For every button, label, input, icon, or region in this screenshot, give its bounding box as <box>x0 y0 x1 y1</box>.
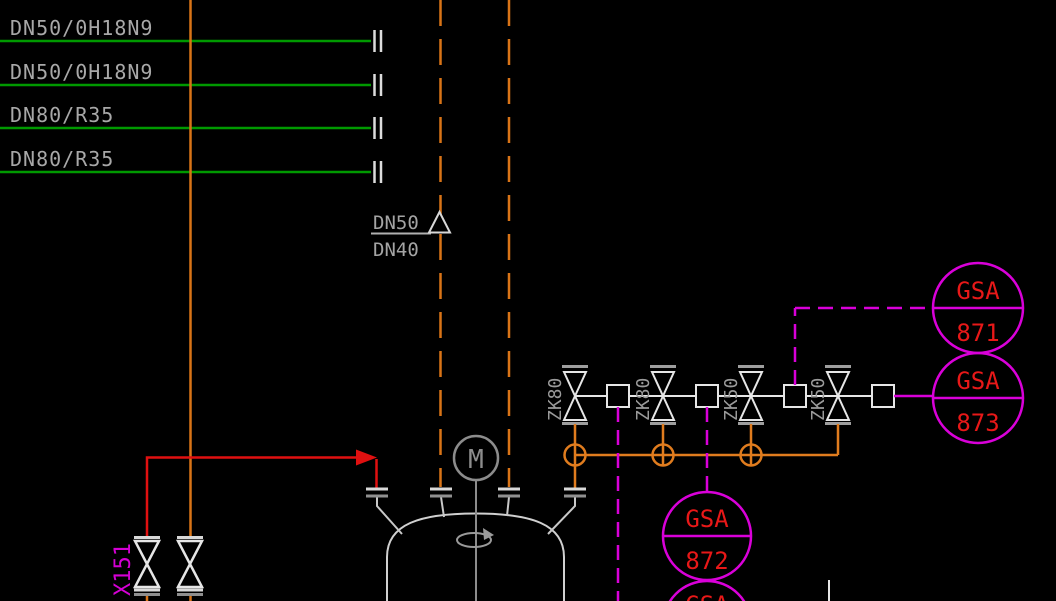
balloon-tag: GSA <box>956 277 1000 305</box>
nozzle-flanges <box>366 487 586 498</box>
motor-label: M <box>468 445 484 475</box>
utility-lines <box>189 0 511 536</box>
pipe-spec-label: DN50/0H18N9 <box>10 16 153 40</box>
control-valve-zk80-2[interactable]: ZK80 <box>633 365 676 425</box>
instrument-balloon-gsa-872[interactable]: GSA 872 <box>661 490 753 582</box>
control-valve-zk50-2[interactable]: ZK50 <box>808 365 851 425</box>
pipe-spec-label: DN50/0H18N9 <box>10 60 153 84</box>
balloon-tag: GSA <box>956 367 1000 395</box>
pipe-line: DN80/R35 <box>0 147 383 183</box>
pipe-line: DN50/0H18N9 <box>0 60 383 96</box>
motor-circle-icon <box>452 434 500 482</box>
feed-pipes: DN50/0H18N9 DN50/0H18N9 DN80/R35 DN80/R3… <box>0 16 383 183</box>
flow-arrow-icon <box>356 449 377 466</box>
red-line <box>145 456 378 537</box>
valve-tag: ZK50 <box>721 378 742 421</box>
reducer-top-size: DN50 <box>373 212 419 234</box>
valve-body-icon <box>562 371 588 421</box>
rotation-icon <box>456 532 492 548</box>
valve-actuator-box[interactable] <box>606 384 630 408</box>
valve-tag: ZK80 <box>545 378 566 421</box>
valve-tag: ZK80 <box>633 378 654 421</box>
instrument-balloon-gsa-871[interactable]: GSA 871 <box>931 261 1025 355</box>
manual-valve[interactable] <box>175 536 205 601</box>
balloon-number: 872 <box>685 547 728 575</box>
manual-valve[interactable] <box>132 536 162 601</box>
pipe-line: DN50/0H18N9 <box>0 16 383 52</box>
junction-circle-icon <box>651 443 675 467</box>
valve-body-icon <box>132 539 162 589</box>
control-valve-zk50-1[interactable]: ZK50 <box>721 365 764 425</box>
control-valve-zk80-1[interactable]: ZK80 <box>545 365 588 425</box>
junction-circle-icon <box>739 443 763 467</box>
vessel-nozzles <box>376 496 576 535</box>
reducer-bottom-size: DN40 <box>373 239 419 261</box>
valve-body-icon <box>738 371 764 421</box>
rotation-arrow-icon <box>483 528 494 540</box>
instrument-air-run <box>563 424 840 488</box>
valve-tag: ZK50 <box>808 378 829 421</box>
instrument-balloon-gsa-873[interactable]: GSA 873 <box>931 351 1025 445</box>
valve-body-icon <box>175 539 205 589</box>
manual-valve-group-x151[interactable]: X151 <box>111 536 205 601</box>
valve-actuator-box[interactable] <box>695 384 719 408</box>
balloon-tag: GSA <box>685 591 729 601</box>
instrument-balloon-partial[interactable]: GSA <box>663 579 751 601</box>
reducer[interactable]: DN50 DN40 <box>371 209 452 261</box>
valve-body-icon <box>650 371 676 421</box>
valve-actuator-box[interactable] <box>783 384 807 408</box>
reducer-triangle-icon <box>427 209 452 234</box>
balloon-tag: GSA <box>685 505 729 533</box>
valve-body-icon <box>825 371 851 421</box>
agitator-motor[interactable]: M <box>452 434 500 482</box>
balloon-number: 871 <box>956 319 999 347</box>
valve-actuator-box[interactable] <box>871 384 895 408</box>
junction-circle-icon <box>563 443 587 467</box>
valve-group-tag: X151 <box>111 543 136 596</box>
pipe-spec-label: DN80/R35 <box>10 103 114 127</box>
balloon-number: 873 <box>956 409 999 437</box>
vessel[interactable] <box>366 480 586 601</box>
pipe-spec-label: DN80/R35 <box>10 147 114 171</box>
pipe-line: DN80/R35 <box>0 103 383 139</box>
signal-lines <box>616 306 934 601</box>
